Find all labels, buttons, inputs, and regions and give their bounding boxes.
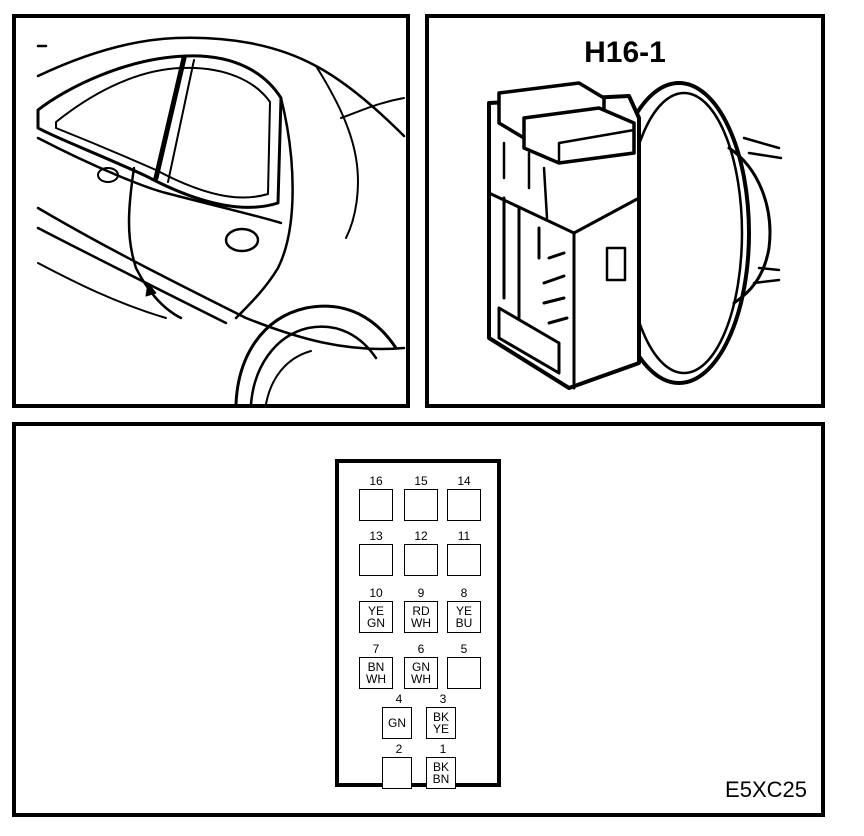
wire-color-code: YE	[432, 722, 449, 736]
connector-icon	[487, 81, 783, 390]
wire-color-code: BK	[432, 760, 449, 774]
wire-color-code: GN	[388, 716, 406, 730]
pin-number: 1	[439, 742, 447, 756]
pin-number: 15	[414, 474, 428, 488]
pin-number: 3	[439, 692, 447, 706]
wire-color-code: BN	[367, 660, 385, 674]
pin-cavity	[447, 544, 481, 576]
pin-14: 14	[447, 474, 481, 521]
wire-color-code: BK	[432, 710, 449, 724]
pin-cavity	[382, 757, 412, 789]
pin-5: 5	[447, 642, 481, 689]
wire-color-code: YE	[455, 604, 472, 618]
pin-number: 16	[369, 474, 383, 488]
wire-color-code: WH	[411, 616, 431, 630]
connector-title: H16-1	[584, 36, 666, 69]
wire-color-code: RD	[412, 604, 430, 618]
wire-color-code: BN	[432, 772, 450, 786]
pin-15: 15	[404, 474, 438, 521]
pin-cavity	[404, 544, 438, 576]
pin-number: 5	[460, 642, 468, 656]
pin-number: 4	[395, 692, 403, 706]
pin-number: 13	[369, 529, 383, 543]
pin-cavity	[359, 489, 393, 521]
figure-id: E5XC25	[725, 777, 807, 802]
pin-number: 11	[457, 529, 471, 543]
pin-11: 11	[447, 529, 481, 576]
pin-cavity	[359, 544, 393, 576]
pin-cavity	[447, 657, 481, 689]
pin-cavity: GN	[382, 707, 412, 739]
pin-number: 6	[417, 642, 425, 656]
pin-16: 16	[359, 474, 393, 521]
pin-number: 8	[460, 586, 468, 600]
pin-2: 2	[382, 742, 416, 789]
pin-number: 7	[372, 642, 380, 656]
car-rear-door-icon	[36, 36, 406, 404]
wire-color-code: GN	[367, 616, 385, 630]
pin-cavity	[404, 489, 438, 521]
wire-color-code: WH	[366, 672, 386, 686]
wire-color-code: BU	[455, 616, 473, 630]
pin-number: 9	[417, 586, 425, 600]
pin-13: 13	[359, 529, 393, 576]
pin-number: 2	[395, 742, 403, 756]
pin-number: 14	[457, 474, 471, 488]
car-location-panel	[12, 14, 410, 408]
wire-color-code: WH	[411, 672, 431, 686]
pin-number: 10	[369, 586, 383, 600]
connector-panel: H16-1	[425, 14, 825, 408]
pin-number: 12	[414, 529, 428, 543]
pin-cavity	[447, 489, 481, 521]
wire-color-code: GN	[412, 660, 430, 674]
wire-color-code: YE	[367, 604, 384, 618]
pin-12: 12	[404, 529, 438, 576]
